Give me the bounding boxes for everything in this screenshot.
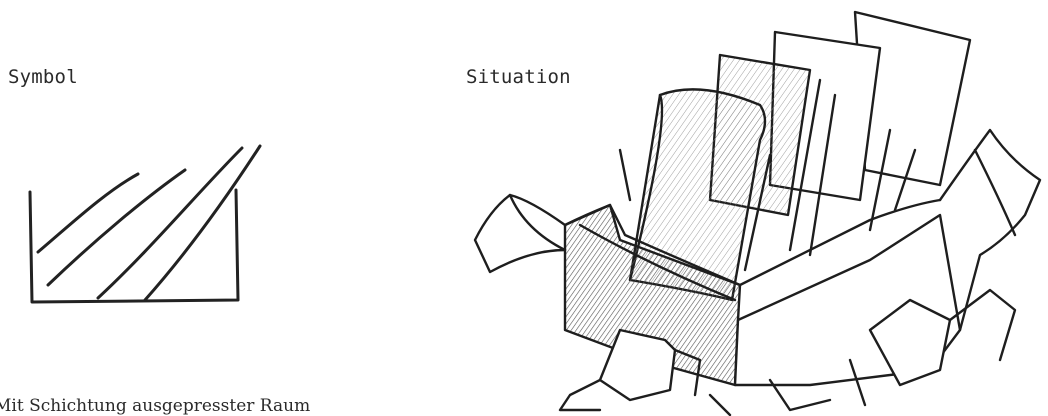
symbol-sketch [20,130,280,320]
caption: Mit Schichtung ausgepresster Raum [0,396,310,416]
symbol-label: Symbol [8,66,78,88]
situation-sketch [470,0,1045,416]
diagonal-stroke-3 [98,148,242,298]
diagonal-stroke-1 [38,174,138,252]
diagonal-stroke-4 [145,146,260,300]
